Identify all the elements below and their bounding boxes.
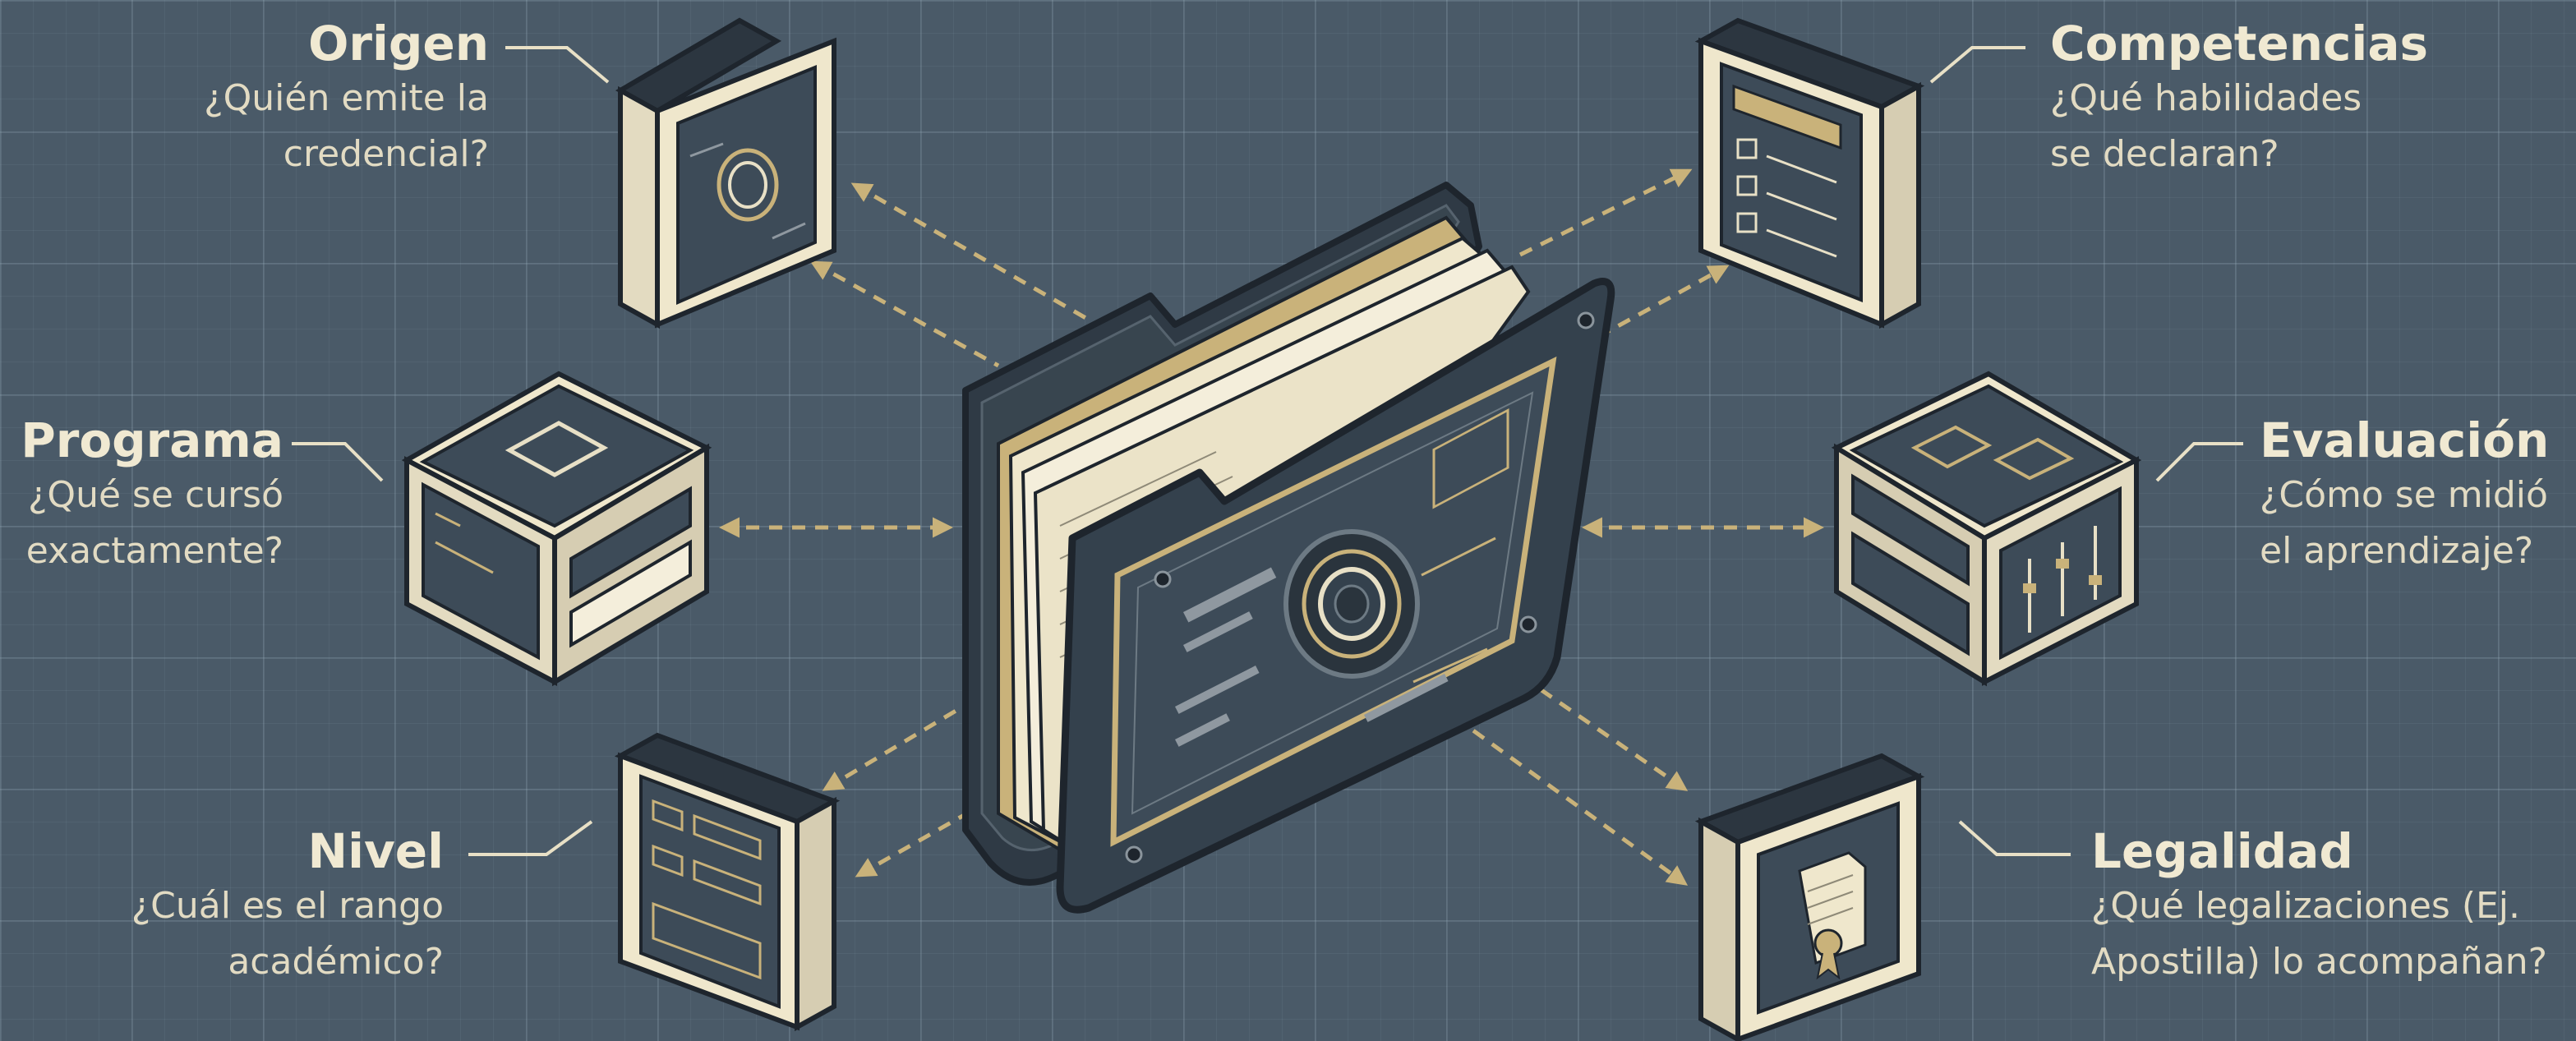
legalidad-module [1701,756,1919,1039]
origen-question: ¿Quién emite la credencial? [123,71,489,182]
folder-illustration [965,185,1611,910]
nivel-question: ¿Cuál es el rango académico? [82,878,444,990]
label-nivel: Nivel ¿Cuál es el rango académico? [82,826,444,990]
label-programa: Programa ¿Qué se cursó exactamente? [8,415,283,579]
competencias-question: ¿Qué habilidades se declaran? [2050,71,2510,182]
origen-module [620,21,834,325]
label-evaluacion: Evaluación ¿Cómo se midió el aprendizaje… [2260,415,2572,579]
label-legalidad: Legalidad ¿Qué legalizaciones (Ej. Apost… [2091,826,2572,990]
arrow-origen [855,185,1126,341]
seal-emblem [1286,532,1417,676]
evaluacion-module [1836,374,2136,682]
programa-question: ¿Qué se cursó exactamente? [8,468,283,579]
competencias-title: Competencias [2050,18,2510,71]
legalidad-question: ¿Qué legalizaciones (Ej. Apostilla) lo a… [2091,878,2572,990]
programa-module [407,374,707,682]
evaluacion-title: Evaluación [2260,415,2572,468]
nivel-module [620,735,834,1027]
programa-title: Programa [8,415,283,468]
label-competencias: Competencias ¿Qué habilidades se declara… [2050,18,2510,182]
arrow-origen-2 [813,263,998,366]
legalidad-title: Legalidad [2091,826,2572,878]
competencias-module [1701,21,1919,325]
origen-title: Origen [123,18,489,71]
nivel-title: Nivel [82,826,444,878]
label-origen: Origen ¿Quién emite la credencial? [123,18,489,182]
arrow-competencias [1520,171,1689,255]
evaluacion-question: ¿Cómo se midió el aprendizaje? [2260,468,2572,579]
arrow-competencias-2 [1598,267,1726,337]
